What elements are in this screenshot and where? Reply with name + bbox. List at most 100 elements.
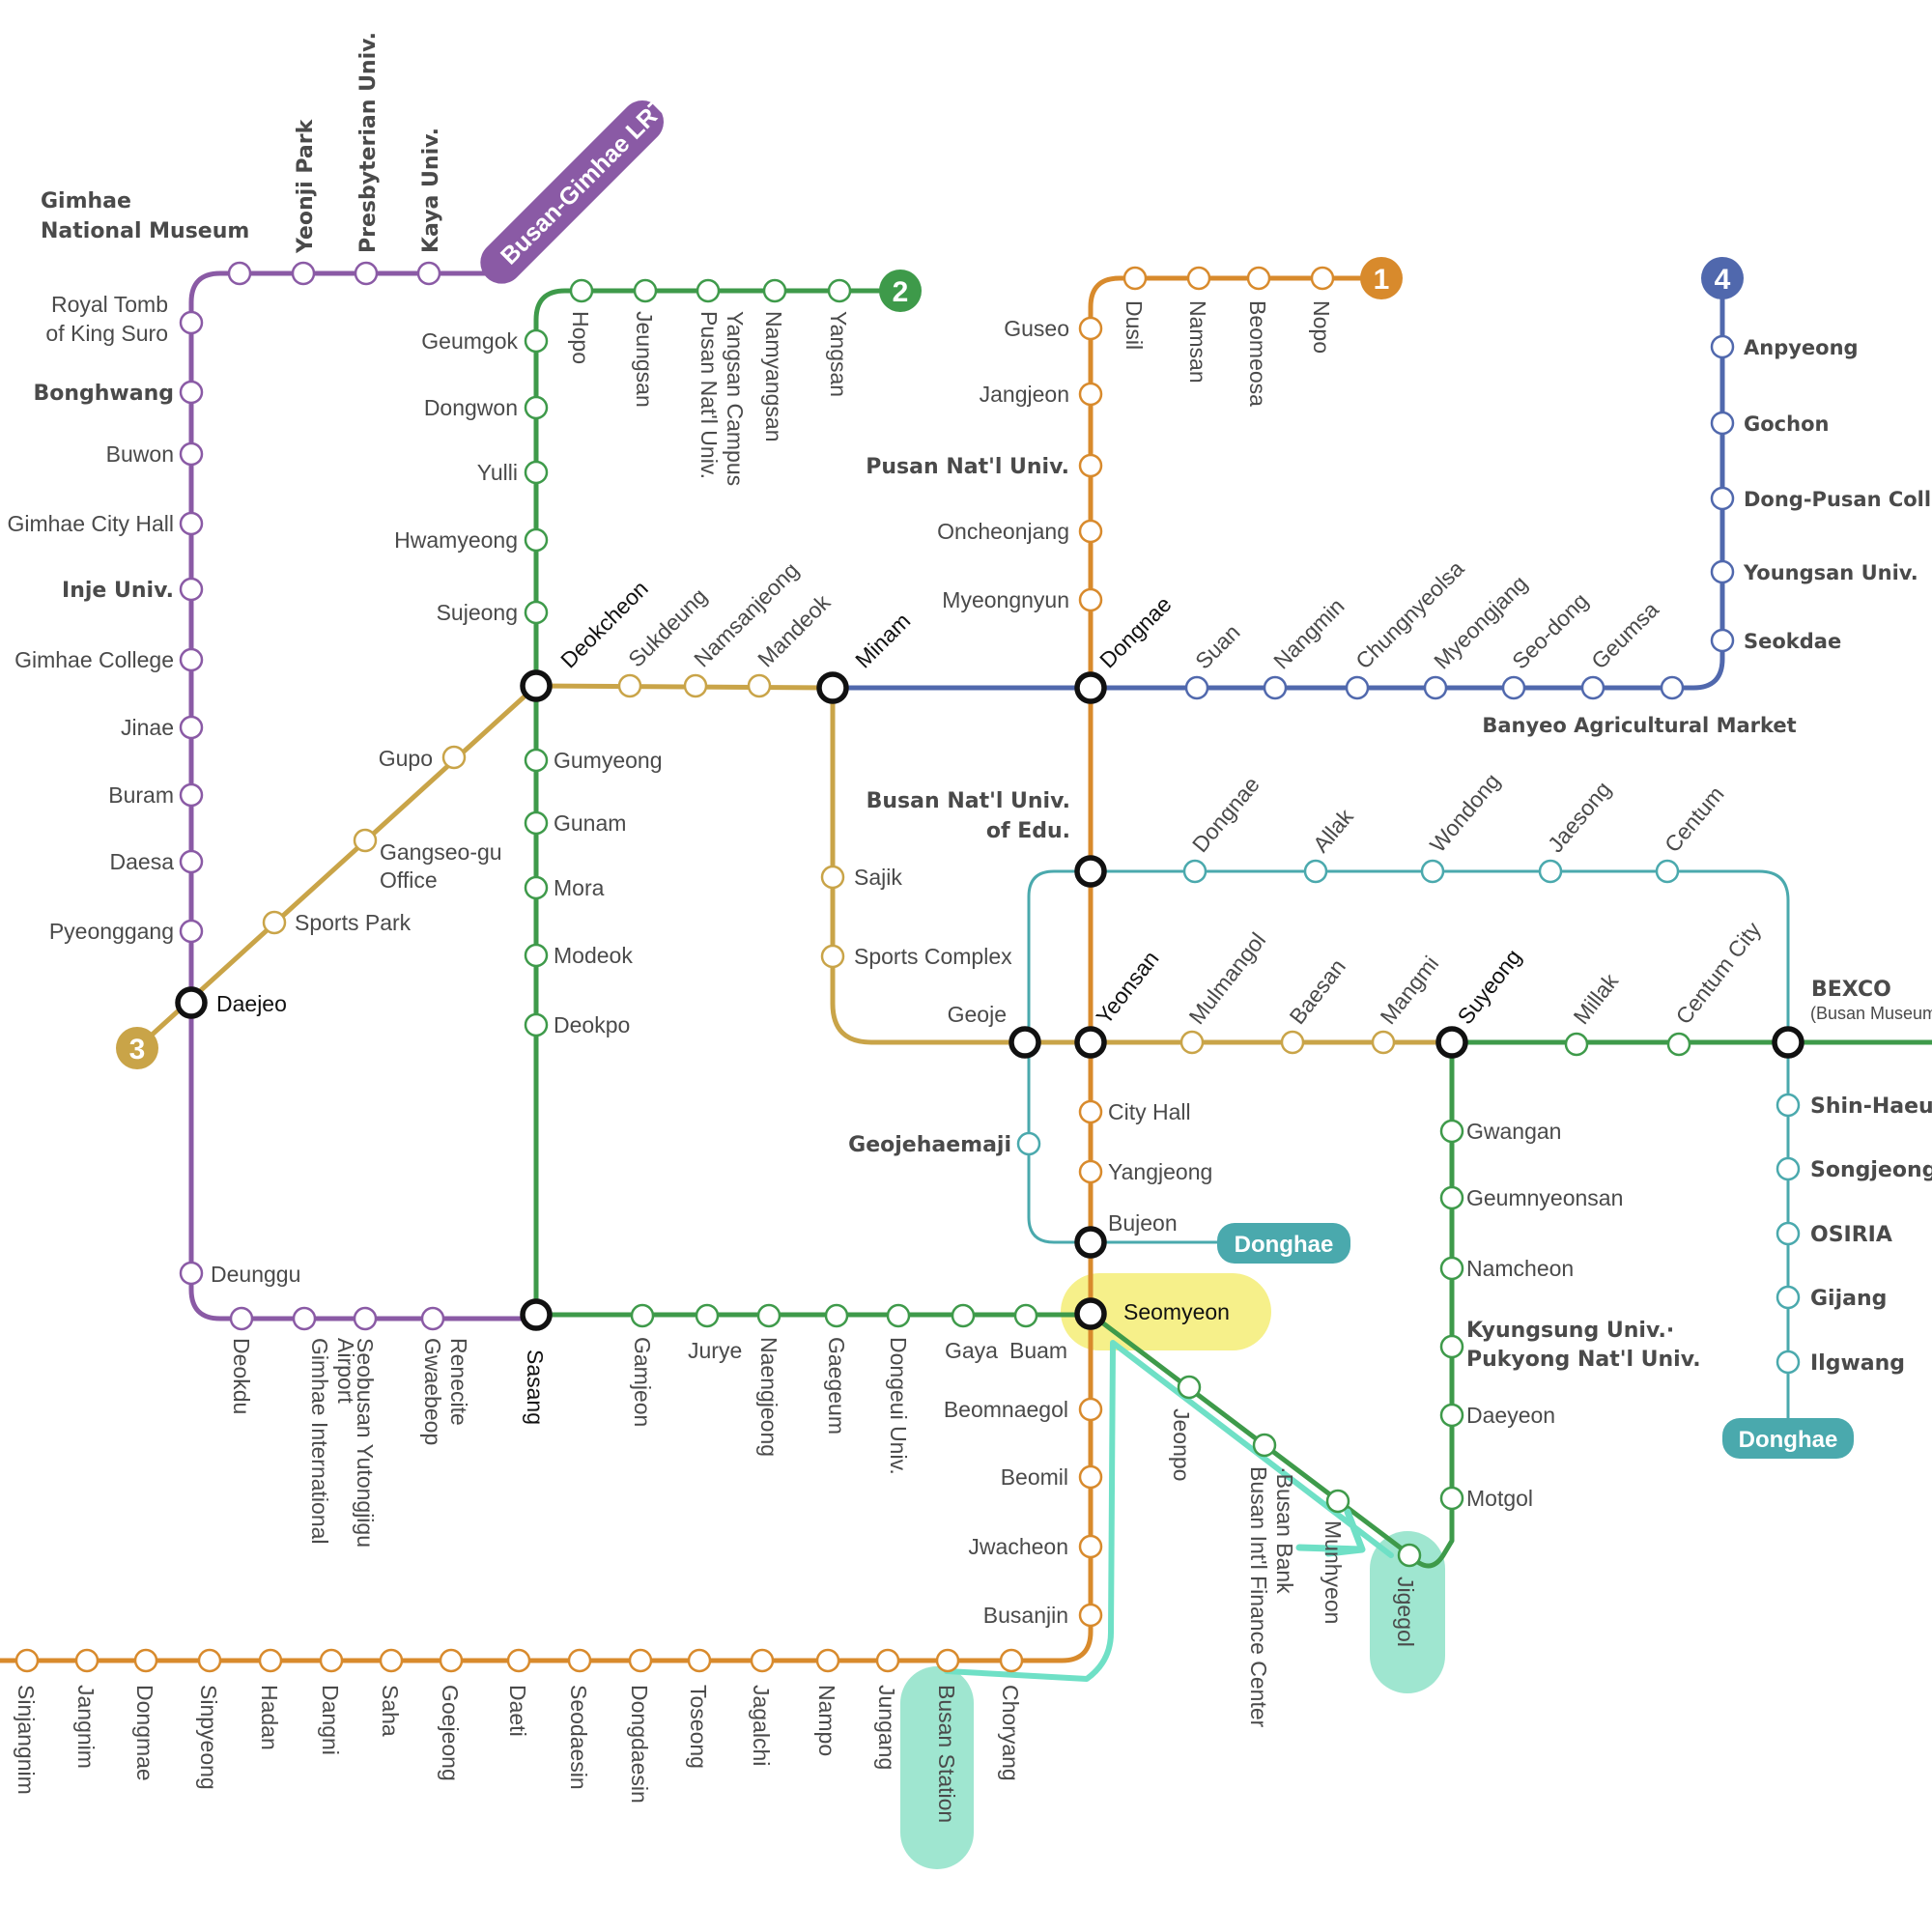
station-mangmi[interactable] (1371, 1030, 1396, 1055)
transfer-bexco[interactable] (1772, 1026, 1804, 1059)
station-deokpo[interactable] (524, 1012, 549, 1037)
station-gimhae-international-airport[interactable] (292, 1306, 317, 1331)
station-myeongjang[interactable] (1423, 675, 1448, 700)
station-saha[interactable] (379, 1648, 404, 1673)
station-presbyterian-univ[interactable] (354, 261, 379, 286)
station-buwon[interactable] (179, 441, 204, 467)
station-jwacheon[interactable] (1078, 1534, 1103, 1559)
station-gaegeum[interactable] (824, 1303, 849, 1328)
transfer-sasang[interactable] (520, 1298, 553, 1331)
station-namsanjeong[interactable] (683, 673, 708, 698)
station-namyangsan[interactable] (762, 278, 787, 303)
station-jangnim[interactable] (74, 1648, 99, 1673)
station-bonghwang[interactable] (179, 380, 204, 405)
station-naengjeong[interactable] (756, 1303, 781, 1328)
station-sajik[interactable] (820, 865, 845, 890)
station-nangmin[interactable] (1263, 675, 1288, 700)
station-sports-park[interactable] (262, 910, 287, 935)
station-sujeong[interactable] (524, 600, 549, 625)
station-guseo[interactable] (1078, 316, 1103, 341)
station-oncheonjang[interactable] (1078, 519, 1103, 544)
station-toseong[interactable] (687, 1648, 712, 1673)
station-gunam[interactable] (524, 810, 549, 836)
station-centum[interactable] (1655, 859, 1680, 884)
station-jungang[interactable] (875, 1648, 900, 1673)
station-sinpyeong[interactable] (197, 1648, 222, 1673)
station-dongmae[interactable] (133, 1648, 158, 1673)
station-hwamyeong[interactable] (524, 527, 549, 553)
station-gamjeon[interactable] (630, 1303, 655, 1328)
station-jurye[interactable] (695, 1303, 720, 1328)
station-geumnyeonsan[interactable] (1439, 1185, 1464, 1210)
station-pusan-nat-l-univ-yangsan-campus[interactable] (696, 278, 721, 303)
station-gijang[interactable] (1776, 1285, 1801, 1310)
station-busanjin[interactable] (1078, 1603, 1103, 1628)
station-yeonji-park[interactable] (291, 261, 316, 286)
station-royal-tomb-of-king-suro[interactable] (179, 310, 204, 335)
station-yangsan[interactable] (827, 278, 852, 303)
transfer-minam[interactable] (816, 671, 849, 704)
station-banyeo-agricultural-market[interactable] (1660, 675, 1685, 700)
station-anpyeong[interactable] (1710, 334, 1735, 359)
station-chungnyeolsa[interactable] (1345, 675, 1370, 700)
station-gochon[interactable] (1710, 411, 1735, 436)
station-jeungsan[interactable] (633, 278, 658, 303)
station-dongnae[interactable] (1182, 859, 1208, 884)
station-shin-haeundae[interactable] (1776, 1093, 1801, 1118)
station-munhyeon[interactable] (1325, 1489, 1350, 1514)
station-jigegol[interactable] (1397, 1543, 1422, 1568)
transfer-seomyeon[interactable] (1074, 1297, 1107, 1330)
transfer-daejeo[interactable] (175, 986, 208, 1019)
station-namcheon[interactable] (1439, 1256, 1464, 1281)
station-seodaesin[interactable] (567, 1648, 592, 1673)
station-deunggu[interactable] (179, 1261, 204, 1286)
station-sukdeung[interactable] (617, 673, 642, 698)
station-gwangan[interactable] (1439, 1119, 1464, 1144)
station-dongwon[interactable] (524, 395, 549, 420)
station-daesa[interactable] (179, 849, 204, 874)
station-dongeui-univ[interactable] (886, 1303, 911, 1328)
transfer-suyeong[interactable] (1435, 1026, 1468, 1059)
station-daeti[interactable] (506, 1648, 531, 1673)
station-beomil[interactable] (1078, 1464, 1103, 1490)
station-choryang[interactable] (999, 1648, 1024, 1673)
station-baesan[interactable] (1280, 1030, 1305, 1055)
station-dusil[interactable] (1122, 266, 1148, 291)
transfer-busan-nat-l-univ-of-edu[interactable] (1074, 855, 1107, 888)
station-dangni[interactable] (319, 1648, 344, 1673)
station-yulli[interactable] (524, 460, 549, 485)
transfer-dongnae[interactable] (1074, 671, 1107, 704)
station-beomeosa[interactable] (1246, 266, 1271, 291)
station-seobusan-yutongjigu[interactable] (353, 1306, 378, 1331)
station-myeongnyun[interactable] (1078, 587, 1103, 612)
station-gumyeong[interactable] (524, 748, 549, 773)
station-jagalchi[interactable] (750, 1648, 775, 1673)
station-yangjeong[interactable] (1078, 1159, 1103, 1184)
station-jangjeon[interactable] (1078, 382, 1103, 407)
station-busan-station[interactable] (935, 1648, 960, 1673)
transfer-bujeon[interactable] (1074, 1226, 1107, 1259)
station-mandeok[interactable] (747, 673, 772, 698)
station-busan-int-l-finance-center-busan-bank[interactable] (1252, 1433, 1277, 1458)
station-jaesong[interactable] (1538, 859, 1563, 884)
station-sports-complex[interactable] (820, 944, 845, 969)
station-geojehaemaji[interactable] (1016, 1131, 1041, 1156)
station-mulmangol[interactable] (1179, 1030, 1205, 1055)
station-gimhae-national-museum[interactable] (227, 261, 252, 286)
station-gimhae-city-hall[interactable] (179, 511, 204, 536)
station-nampo[interactable] (815, 1648, 840, 1673)
station-pusan-nat-l-univ[interactable] (1078, 453, 1103, 478)
station-youngsan-univ[interactable] (1710, 559, 1735, 584)
station-jeonpo[interactable] (1177, 1375, 1202, 1400)
station-geumsa[interactable] (1580, 675, 1605, 700)
station-dong-pusan-college[interactable] (1710, 486, 1735, 511)
station-hopo[interactable] (569, 278, 594, 303)
station-kyungsung-univ-pukyong-nat-l-univ[interactable] (1439, 1334, 1464, 1359)
station-sinjangnim[interactable] (14, 1648, 40, 1673)
station-gimhae-college[interactable] (179, 647, 204, 672)
station-motgol[interactable] (1439, 1486, 1464, 1511)
station-gwaebeop-renecite[interactable] (420, 1306, 445, 1331)
transfer-yeonsan[interactable] (1074, 1026, 1107, 1059)
transfer-geoje[interactable] (1009, 1026, 1041, 1059)
station-dongdaesin[interactable] (628, 1648, 653, 1673)
